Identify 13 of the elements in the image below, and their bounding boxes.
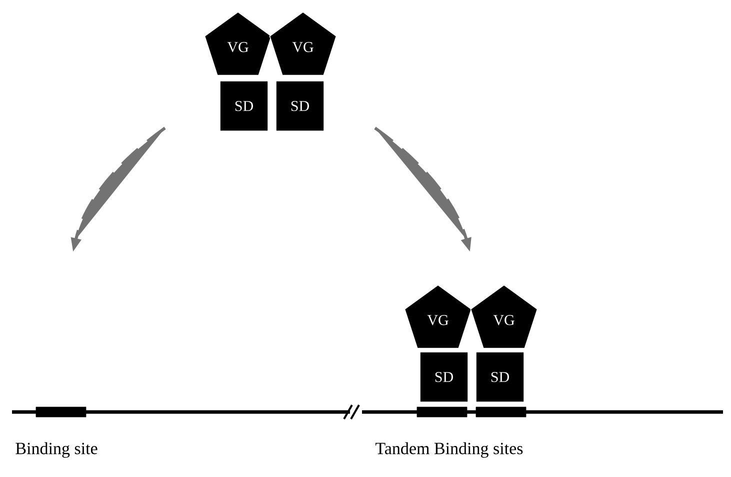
pentagon-domain: VG [404, 284, 472, 349]
square-domain: SD [220, 80, 268, 132]
binding-site [476, 406, 526, 418]
binding-site [416, 406, 468, 418]
pentagon-domain: VG [269, 12, 337, 76]
square-domain: SD [476, 352, 524, 402]
site-label: Tandem Binding sites [376, 442, 523, 458]
site-label: Binding site [16, 442, 98, 458]
pentagon-domain: VG [204, 12, 272, 76]
square-domain: SD [276, 80, 324, 132]
binding-site [36, 406, 86, 418]
square-domain: SD [420, 352, 468, 402]
pentagon-domain: VG [470, 284, 538, 349]
